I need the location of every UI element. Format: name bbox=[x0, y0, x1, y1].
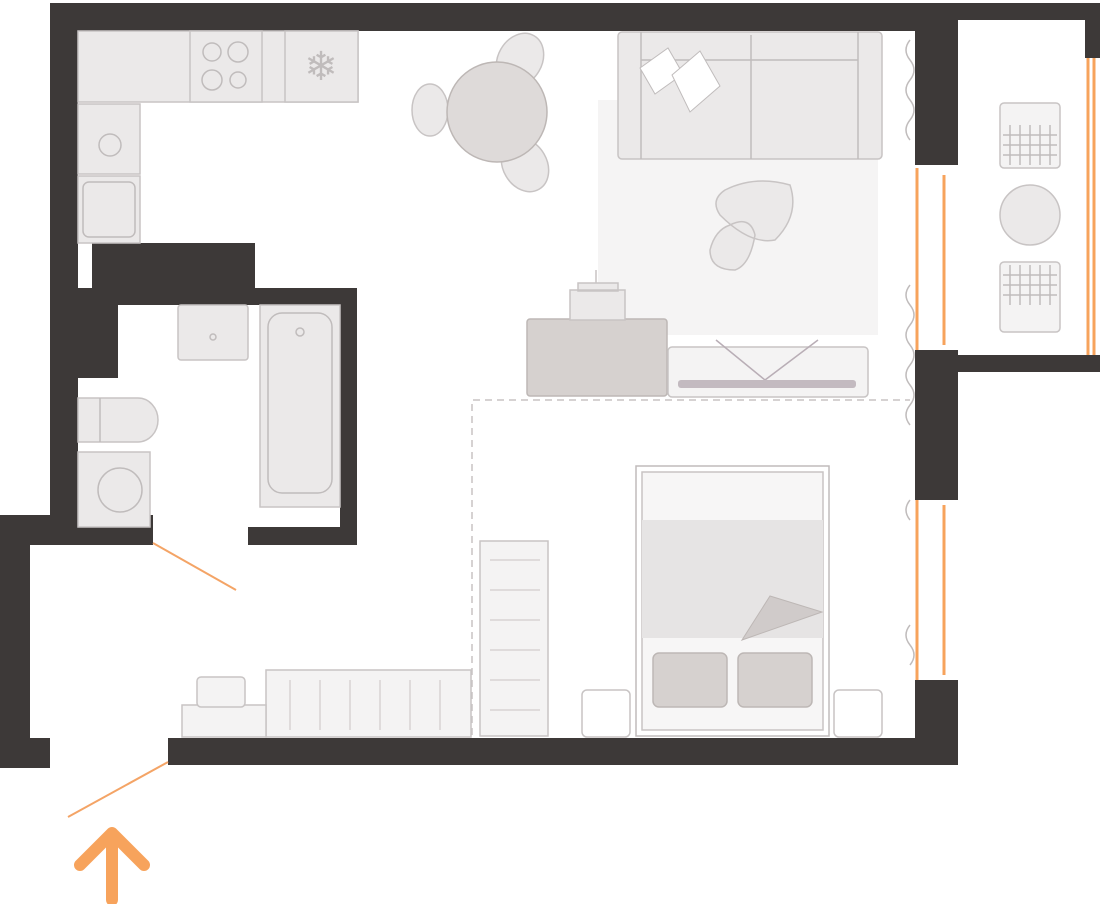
kitchen: ❄ bbox=[77, 30, 359, 244]
walls bbox=[0, 3, 1100, 768]
curtain bbox=[905, 39, 915, 666]
pot bbox=[569, 270, 626, 321]
desk bbox=[526, 318, 668, 397]
bed bbox=[581, 465, 883, 738]
windows bbox=[915, 58, 1096, 680]
fridge bbox=[284, 30, 359, 103]
bathroom bbox=[77, 304, 341, 528]
entrance-door bbox=[67, 761, 169, 818]
wardrobe bbox=[181, 540, 549, 738]
arrow-up-icon bbox=[74, 827, 150, 904]
bathroom-door bbox=[152, 542, 237, 591]
balcony-furniture bbox=[999, 102, 1061, 333]
bedroom-zone bbox=[471, 399, 910, 735]
coffee-table bbox=[709, 180, 794, 271]
sofa bbox=[617, 31, 883, 160]
tv-stand bbox=[667, 339, 869, 398]
dining-table bbox=[411, 32, 550, 193]
snowflake-icon: ❄ bbox=[304, 45, 338, 89]
